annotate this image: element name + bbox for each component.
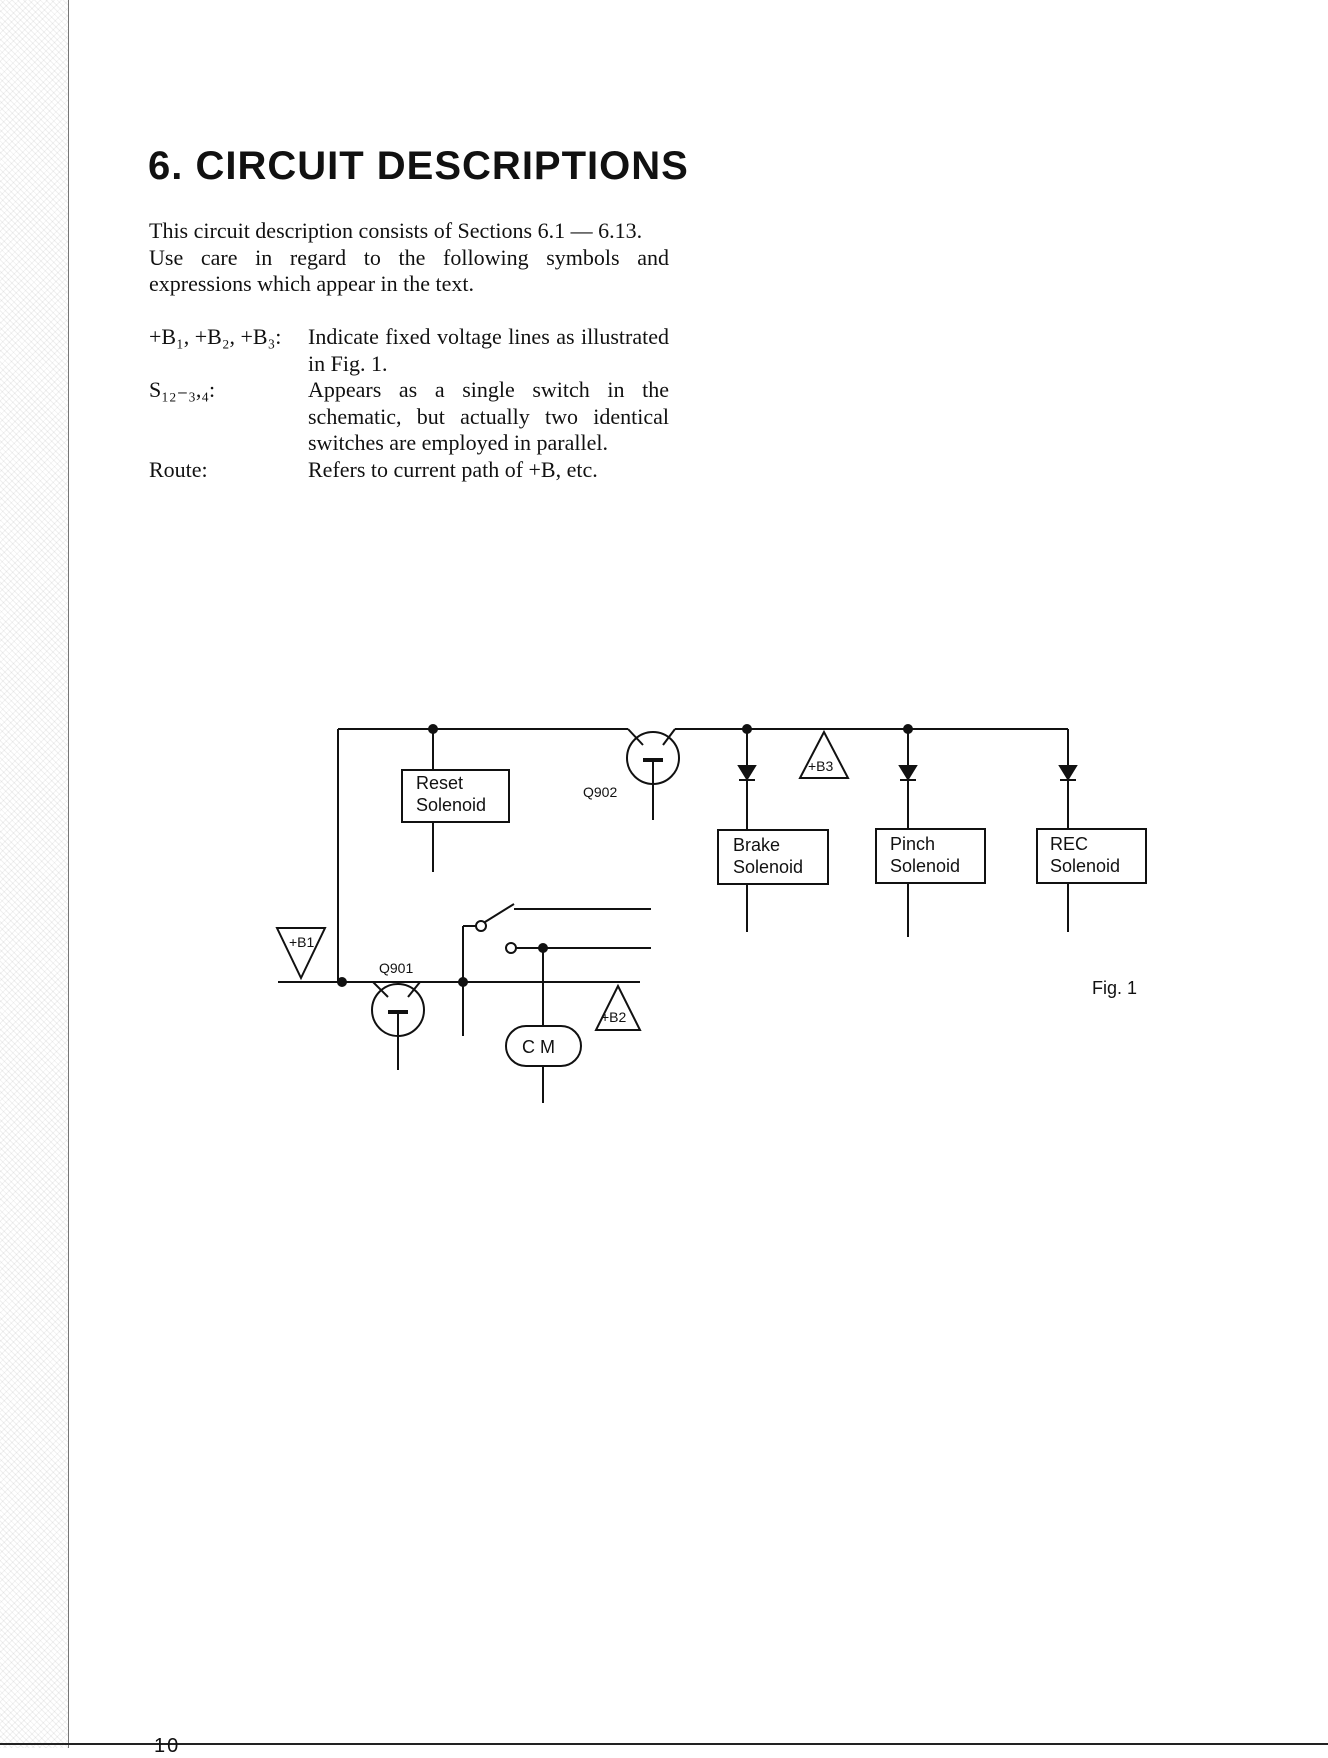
b2-triangle	[594, 983, 642, 1031]
rec-diode	[1058, 765, 1078, 781]
rec-solenoid-box	[1036, 828, 1147, 884]
b1-triangle	[275, 927, 327, 981]
brake-diode	[737, 765, 757, 781]
pinch-solenoid-label-2: Solenoid	[890, 856, 960, 876]
b3-triangle	[798, 729, 850, 779]
intro-paragraph-1: This circuit description consists of Sec…	[149, 218, 643, 243]
definition-row: +B₁, +B₂, +B₃: Indicate fixed voltage li…	[149, 324, 669, 377]
brake-solenoid-label-2: Solenoid	[733, 857, 803, 877]
figure-caption: Fig. 1	[1092, 978, 1138, 998]
junction-dot	[903, 724, 913, 734]
q901-label: Q901	[379, 960, 413, 976]
junction-dot	[742, 724, 752, 734]
pinch-solenoid-box	[875, 828, 986, 884]
intro-text: This circuit description consists of Sec…	[149, 218, 669, 298]
q901-lead	[372, 981, 389, 998]
motor-label: C M	[522, 1037, 555, 1057]
pinch-solenoid-label-1: Pinch	[890, 834, 935, 854]
symbol-definitions: +B₁, +B₂, +B₃: Indicate fixed voltage li…	[149, 324, 669, 483]
b1-label: +B1	[289, 934, 315, 950]
junction-dot	[538, 943, 548, 953]
junction-dot	[458, 977, 468, 987]
q902-label: Q902	[583, 784, 617, 800]
definition-row: Route: Refers to current path of +B, etc…	[149, 457, 669, 484]
switch-contact	[505, 942, 517, 954]
rec-solenoid-label-2: Solenoid	[1050, 856, 1120, 876]
switch-contact	[475, 920, 487, 932]
b3-label: +B3	[808, 758, 834, 774]
page-edge-line	[68, 0, 69, 1748]
junction-dot	[428, 724, 438, 734]
brake-solenoid-label-1: Brake	[733, 835, 780, 855]
reset-solenoid-label-2: Solenoid	[416, 795, 486, 815]
intro-paragraph-2: Use care in regard to the following symb…	[149, 244, 669, 297]
brake-solenoid-box	[717, 829, 829, 885]
definition-term: S₁₂₋₃,₄:	[149, 377, 216, 402]
page-bottom-line	[0, 1743, 1328, 1745]
reset-solenoid-box	[401, 769, 510, 823]
page-number: 10	[154, 1735, 181, 1757]
definition-text: Appears as a single switch in the schema…	[308, 377, 669, 455]
binding-edge	[0, 0, 68, 1748]
definition-row: S₁₂₋₃,₄: Appears as a single switch in t…	[149, 377, 669, 457]
q902-lead	[662, 728, 676, 746]
definition-text: Indicate fixed voltage lines as illustra…	[308, 324, 669, 376]
rec-solenoid-label-1: REC	[1050, 834, 1088, 854]
definition-text: Refers to current path of +B, etc.	[308, 456, 598, 482]
page-title: 6. CIRCUIT DESCRIPTIONS	[148, 144, 689, 188]
definition-term: Route:	[149, 456, 208, 482]
q902-lead	[627, 728, 644, 746]
b2-label: +B2	[601, 1009, 627, 1025]
reset-solenoid-label-1: Reset	[416, 773, 463, 793]
definition-term: +B₁, +B₂, +B₃:	[149, 324, 282, 349]
switch-blade	[484, 903, 515, 923]
junction-dot	[337, 977, 347, 987]
pinch-diode	[898, 765, 918, 781]
q901-lead	[407, 981, 421, 998]
